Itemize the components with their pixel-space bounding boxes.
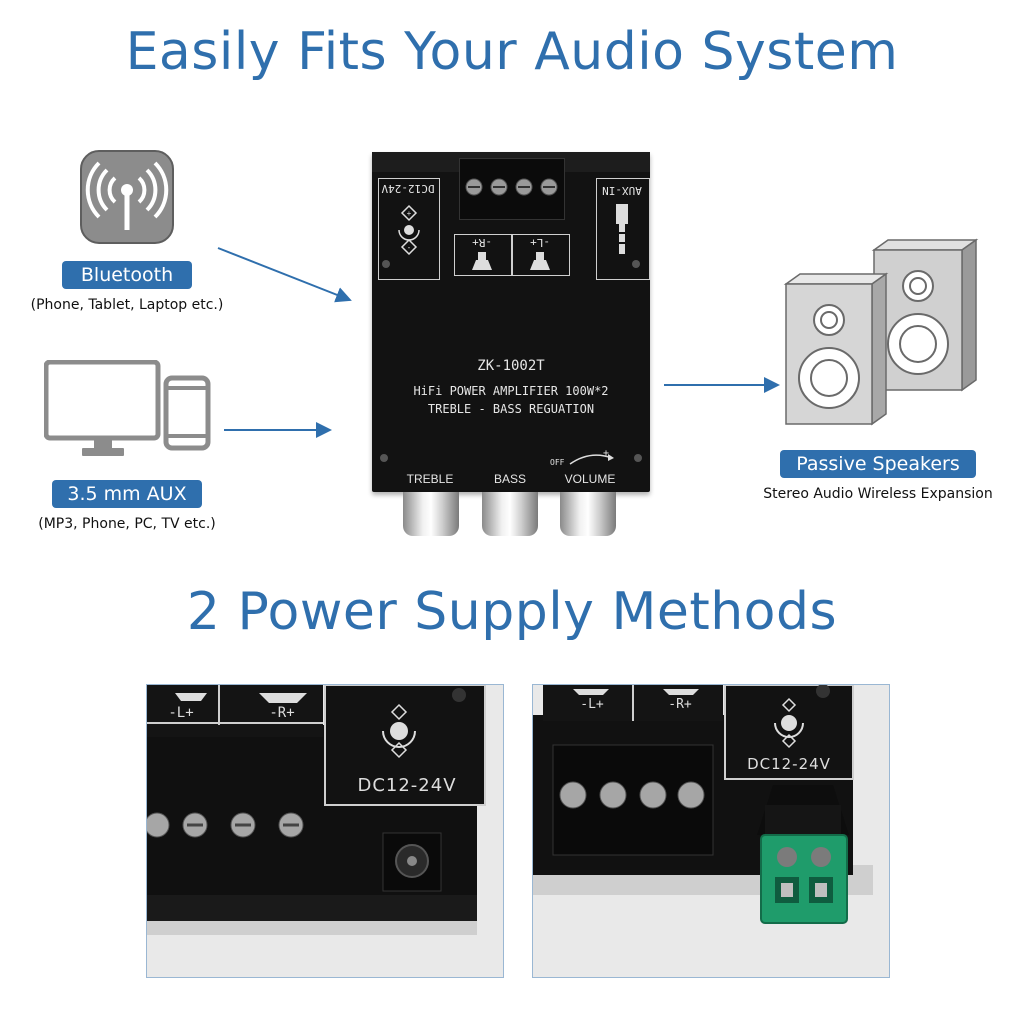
speaker-terminal-block [459,158,565,220]
treble-label: TREBLE [406,472,454,486]
aux-jack-icon [616,204,628,254]
aux-caption: (MP3, Phone, PC, TV etc.) [38,516,216,532]
board-description-2: TREBLE - BASS REGUATION [427,402,595,416]
bass-knob[interactable] [482,492,538,536]
board-right-channel: -R+ [472,236,492,249]
svg-text:+: + [407,209,412,218]
svg-text:-: - [408,243,411,252]
volume-label: VOLUME [564,472,616,486]
volume-off-label: OFF [550,458,565,467]
aux-label: 3.5 mm AUX [52,480,202,508]
volume-plus-label: + [602,448,610,459]
terminal-adapter-photo: -L+ -R+ DC12-24V [532,684,890,978]
volume-curve-icon [569,454,614,465]
bluetooth-caption: (Phone, Tablet, Laptop etc.) [30,297,224,313]
volume-knob[interactable] [560,492,616,536]
board-left-channel: -L+ [530,236,550,249]
page-title: Easily Fits Your Audio System [125,22,899,82]
photo-right-dc-label: DC12-24V [747,755,831,773]
board-description-1: HiFi POWER AMPLIFIER 100W*2 [413,384,609,398]
bluetooth-label: Bluetooth [62,261,192,289]
speaker-symbol-left-icon [530,252,550,270]
photo-right-left-channel: -L+ [580,697,604,712]
speakers-icon [782,236,982,428]
dc-jack-photo: -L+ -R+ DC12-24V [146,684,504,978]
board-aux-label: AUX-IN [602,184,642,197]
treble-knob[interactable] [403,492,459,536]
speakers-label: Passive Speakers [780,450,976,478]
speaker-symbol-right-icon [472,252,492,270]
board-model: ZK-1002T [477,358,545,374]
amplifier-board: DC12-24V + - AUX-IN -R+ -L+ ZK-1002T HiF… [372,152,650,492]
speakers-caption: Stereo Audio Wireless Expansion [763,486,993,502]
bluetooth-antenna-icon [80,150,174,244]
bluetooth-arrow [217,247,352,303]
monitor-phone-icon [43,359,214,460]
board-dc-label: DC12-24V [381,182,435,195]
photo-right-right-channel: -R+ [668,697,692,712]
photo-left-dc-label: DC12-24V [357,775,457,796]
photo-left-right-channel: -R+ [269,705,295,721]
photo-left-left-channel: -L+ [168,705,194,721]
bass-label: BASS [493,472,526,486]
arrows [217,247,780,438]
section-title-power: 2 Power Supply Methods [186,582,838,642]
power-polarity-icon: + - [398,204,420,256]
